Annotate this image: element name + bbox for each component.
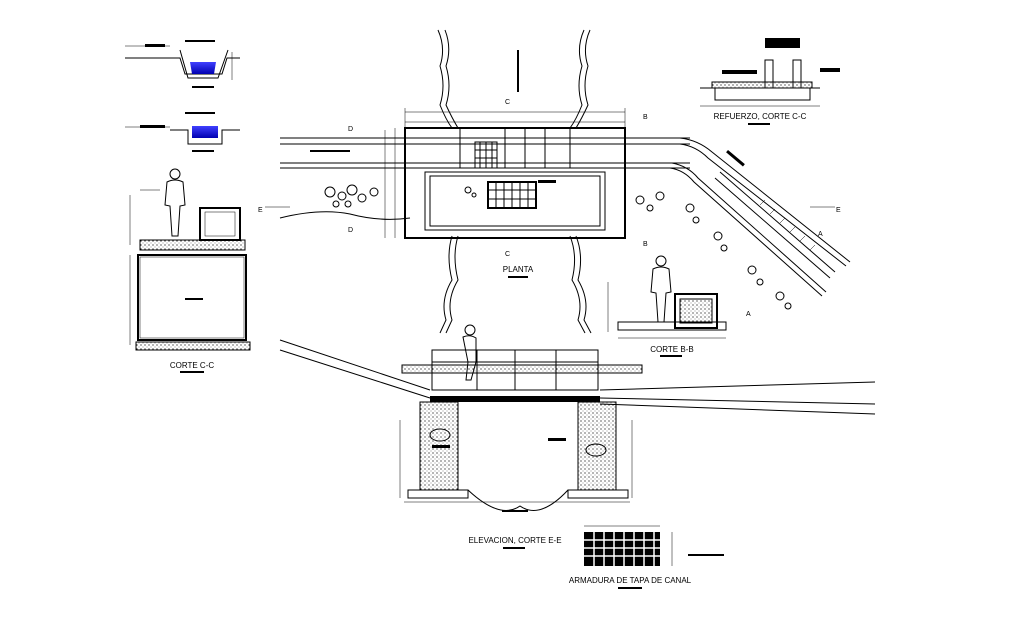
grate-small <box>474 141 498 169</box>
armadura-section: ARMADURA DE TAPA DE CANAL <box>569 525 724 589</box>
refuerzo-section: REFUERZO, CORTE C-C <box>700 38 840 125</box>
corte-cc-title: CORTE C-C <box>170 361 215 370</box>
planta-title: PLANTA <box>503 265 534 274</box>
corte-cc-section: CORTE C-C <box>129 168 251 373</box>
elevacion-title: ELEVACION, CORTE E-E <box>468 536 561 545</box>
marker-c-bottom: C <box>505 251 510 258</box>
plan-view: D D C C B B E E PLANTA <box>258 29 841 334</box>
grate-large <box>487 181 537 209</box>
canal-section-1 <box>125 40 240 88</box>
elevation-view: ELEVACION, CORTE E-E <box>279 324 876 549</box>
marker-d-bottom: D <box>348 227 353 234</box>
marker-b-bottom: B <box>643 241 648 248</box>
marker-e-left: E <box>258 207 263 214</box>
armadura-title: ARMADURA DE TAPA DE CANAL <box>569 576 692 585</box>
marker-b-top: B <box>643 114 648 121</box>
stones-left <box>324 184 379 208</box>
marker-d-top: D <box>348 126 353 133</box>
marker-c-top: C <box>505 99 510 106</box>
canal-section-2 <box>125 112 240 152</box>
marker-e-right: E <box>836 207 841 214</box>
marker-a-bottom: A <box>746 311 751 318</box>
refuerzo-title: REFUERZO, CORTE C-C <box>714 112 807 121</box>
marker-a-top: A <box>818 231 823 238</box>
stones-right <box>635 191 792 310</box>
corte-bb-title: CORTE B-B <box>650 345 693 354</box>
diagonal-canal: A A <box>625 137 851 318</box>
corte-bb-section: CORTE B-B <box>607 255 727 357</box>
